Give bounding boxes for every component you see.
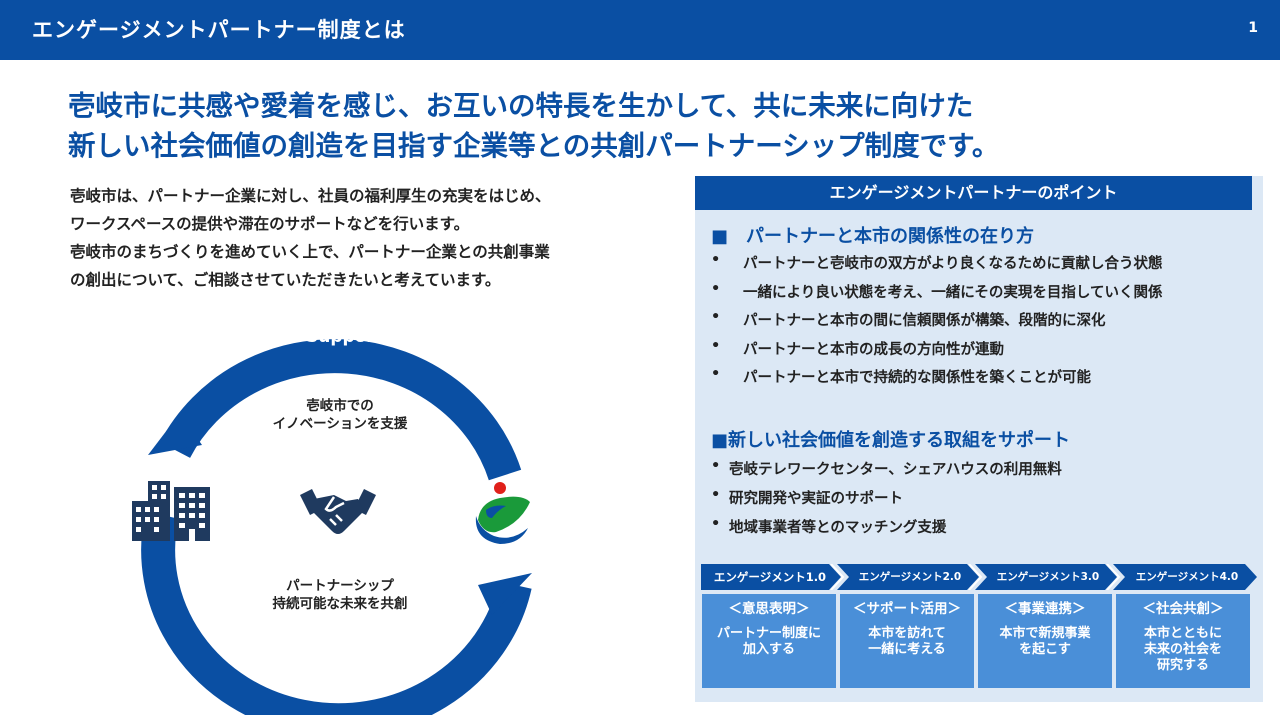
points-panel: エンゲージメントパートナーのポイント ■ パートナーと本市の関係性の在り方 •パ… [695, 176, 1263, 702]
engagement-steps-bar: エンゲージメント1.0 エンゲージメント2.0 エンゲージメント3.0 エンゲー… [701, 564, 1257, 590]
step-label-4: エンゲージメント4.0 [1135, 571, 1239, 583]
list-item: •地域事業者等とのマッチング支援 [711, 516, 947, 536]
headline: 壱岐市に共感や愛着を感じ、お互いの特長を生かして、共に未来に向けた 新しい社会価… [68, 86, 1258, 166]
list-item: •研究開発や実証のサポート [711, 487, 903, 507]
step-label-2: エンゲージメント2.0 [858, 571, 962, 583]
stage-box-3: ＜事業連携＞ 本市で新規事業 を起こす [978, 594, 1112, 688]
partnership-cycle-diagram: Support Co-Creation 壱岐市での イノベーションを支援 パート… [120, 315, 560, 715]
section-2-title: ■新しい社会価値を創造する取組をサポート [711, 430, 1071, 451]
arrow-head-right [478, 573, 532, 615]
arrow-head-left [148, 413, 202, 455]
list-item: •一緒により良い状態を考え、一緒にその実現を目指していく関係 [711, 280, 1163, 301]
list-item: •パートナーと壱岐市の双方がより良くなるために貢献し合う状態 [711, 252, 1163, 272]
stage-box-2: ＜サポート活用＞ 本市を訪れて 一緒に考える [840, 594, 974, 688]
intro-line-2: ワークスペースの提供や滞在のサポートなどを行います。 [70, 215, 470, 233]
upper-cycle-text: 壱岐市での イノベーションを支援 [272, 398, 408, 432]
cycle-ring [141, 339, 532, 715]
list-item: •パートナーと本市で持続的な関係性を築くことが可能 [711, 366, 1091, 386]
intro-paragraph: 壱岐市は、パートナー企業に対し、社員の福利厚生の充実をはじめ、 ワークスペースの… [70, 182, 670, 294]
intro-line-1: 壱岐市は、パートナー企業に対し、社員の福利厚生の充実をはじめ、 [70, 187, 551, 205]
list-item: •パートナーと本市の間に信頼関係が構築、段階的に深化 [711, 309, 1106, 329]
headline-line-2: 新しい社会価値の創造を目指す企業等との共創パートナーシップ制度です。 [68, 130, 1000, 162]
intro-line-3: 壱岐市のまちづくりを進めていく上で、パートナー企業との共創事業 [70, 243, 550, 261]
section-1-list: •パートナーと壱岐市の双方がより良くなるために貢献し合う状態 •一緒により良い状… [711, 252, 1162, 395]
step-label-3: エンゲージメント3.0 [996, 571, 1100, 583]
lower-cycle-text: パートナーシップ 持続可能な未来を共創 [272, 578, 408, 612]
step-label-1: エンゲージメント1.0 [713, 570, 827, 584]
chevron-shapes [701, 564, 1257, 590]
page-number: 1 [1248, 20, 1258, 36]
list-item: •パートナーと本市の成長の方向性が連動 [711, 337, 1004, 358]
list-item: •壱岐テレワークセンター、シェアハウスの利用無料 [711, 458, 1062, 478]
stage-box-1: ＜意思表明＞ パートナー制度に 加入する [702, 594, 836, 688]
stage-box-4: ＜社会共創＞ 本市とともに 未来の社会を 研究する [1116, 594, 1250, 688]
intro-line-4: の創出について、ご相談させていただきたいと考えています。 [70, 271, 501, 289]
support-label: Support [306, 327, 383, 347]
headline-line-1: 壱岐市に共感や愛着を感じ、お互いの特長を生かして、共に未来に向けた [68, 90, 974, 122]
co-creation-label: Co-Creation [290, 666, 403, 686]
page-title: エンゲージメントパートナー制度とは [32, 18, 406, 42]
section-2-list: •壱岐テレワークセンター、シェアハウスの利用無料 •研究開発や実証のサポート •… [711, 458, 1062, 545]
section-1-title: ■ パートナーと本市の関係性の在り方 [711, 226, 1035, 247]
panel-title: エンゲージメントパートナーのポイント [695, 176, 1252, 210]
header-bar: エンゲージメントパートナー制度とは 1 [0, 0, 1280, 60]
